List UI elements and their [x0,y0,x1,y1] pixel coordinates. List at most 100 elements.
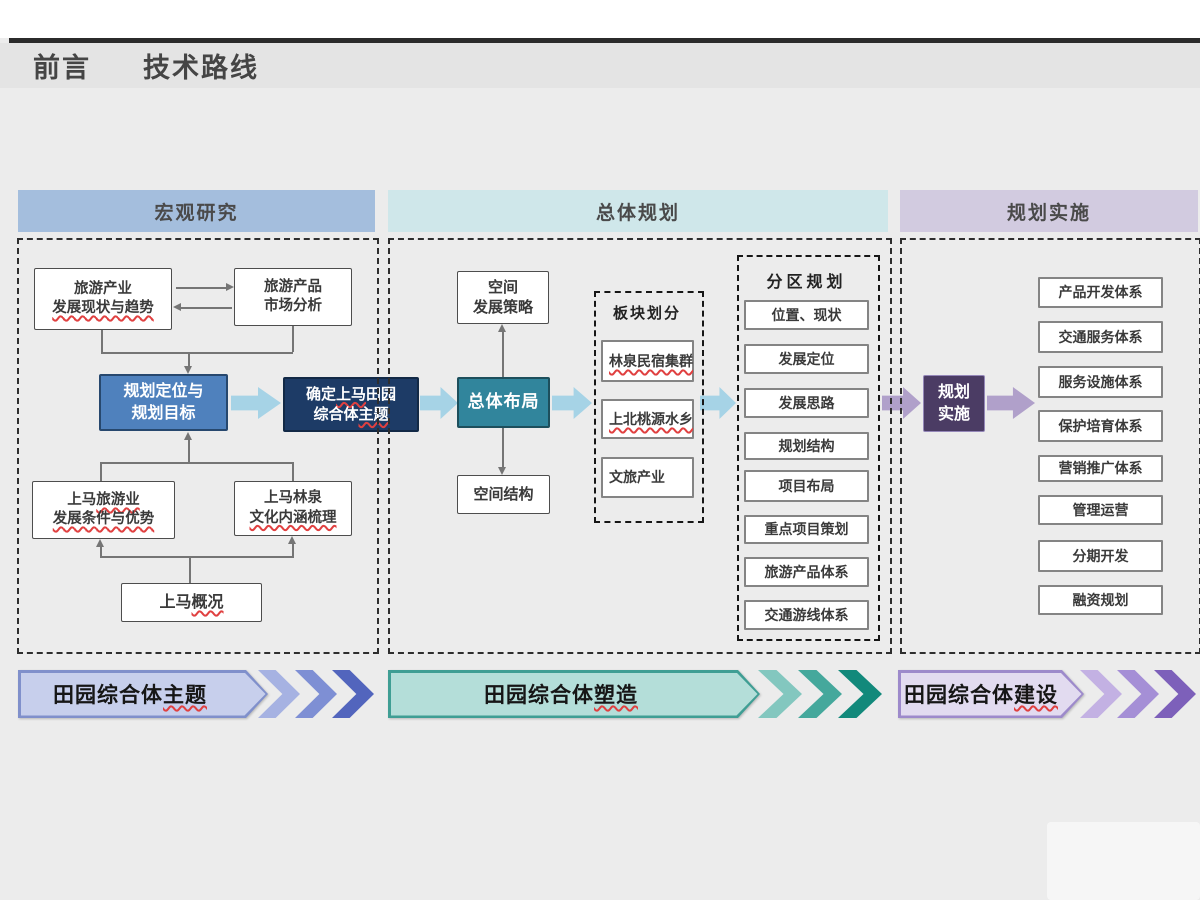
connector-line [101,330,103,352]
arrowhead-right-icon [226,283,234,291]
label-part: 田园综合体 [53,684,163,707]
zoning-item: 发展思路 [744,388,869,418]
arrowhead-up-icon [288,536,296,544]
label-part: 建设 [1014,684,1058,707]
top-margin [0,0,1200,38]
label-part: 上马 [335,385,366,403]
arrowhead-left-icon [173,303,181,311]
banner-pastoral-complex-shaping: 田园综合体塑造 [388,670,760,718]
page-title: 技术路线 [143,53,259,83]
box-tourism-industry-status: 旅游产业 发展现状与趋势 [34,268,172,330]
zoning-item: 交通游线体系 [744,600,869,630]
chevron-icon [332,670,374,718]
connector-line [101,352,293,354]
zoning-item: 发展定位 [744,344,869,374]
label-line: 规划 [937,384,970,402]
zoning-item: 重点项目策划 [744,515,869,544]
box-spatial-structure: 空间结构 [457,475,550,514]
connector-line [189,557,191,583]
label-line: 旅游产品 [264,278,322,295]
connector-line [188,352,190,367]
label-part: 田园综合体 [904,684,1014,707]
box-shangma-tourism-conditions: 上马旅游业 发展条件与优势 [32,481,175,539]
connector-line [292,326,294,352]
connector-line [502,332,504,377]
label-part: 综合体 [313,405,359,423]
plate-division-group [594,291,704,523]
label-part: 确定 [305,385,336,403]
label-line: 市场分析 [264,298,322,314]
flow-arrow-icon [231,387,281,419]
label-part: 主题 [358,405,389,423]
arrowhead-down-icon [184,366,192,374]
connector-line [502,428,504,467]
zoning-item: 规划结构 [744,432,869,460]
chevron-icon [838,670,882,718]
banner-pastoral-complex-construction: 田园综合体建设 [898,670,1084,718]
label-part: 旅游业 [96,491,140,508]
box-shangma-overview: 上马概况 [121,583,262,622]
flow-arrow-icon [420,387,458,419]
label-part: 塑造 [594,684,638,707]
plate-item: 上北桃源水乡 [601,399,694,439]
label-part: 主题 [163,684,207,707]
zoning-group [737,255,880,641]
label-line: 上马概况 [159,592,223,613]
impl-item: 交通服务体系 [1038,321,1163,353]
chevron-icon [758,670,802,718]
connector-line [292,544,294,557]
impl-item: 保护培育体系 [1038,410,1163,442]
impl-item: 分期开发 [1038,540,1163,572]
zoning-item: 位置、现状 [744,300,869,330]
label-line: 综合体主题 [313,405,388,425]
arrowhead-down-icon [498,467,506,475]
chevron-icon [798,670,842,718]
banner-fill [391,673,758,716]
plate-item: 文旅产业 [601,457,694,498]
banner-pastoral-complex-theme: 田园综合体主题 [18,670,268,718]
banner-fill [901,673,1082,716]
label-line: 规划定位与 [123,383,204,401]
label-line: 上马旅游业 [67,491,140,510]
label-line: 旅游产业 [74,280,132,297]
label-line: 实施 [937,405,970,423]
banner-label: 田园综合体塑造 [388,670,734,718]
box-determine-shangma-theme: 确定上马田园 综合体主题 [283,377,419,432]
label-line: 上马林泉 [264,490,322,507]
label-line: 发展现状与趋势 [52,300,154,316]
chevron-icon [1154,670,1196,718]
box-spatial-development-strategy: 空间 发展策略 [457,271,549,324]
flow-arrow-icon [700,387,736,419]
box-tourism-product-market: 旅游产品 市场分析 [234,268,352,326]
label-line: 文化内涵梳理 [249,509,337,526]
flow-arrow-icon [882,387,921,419]
label-line: 发展策略 [472,298,533,316]
box-planning-implementation: 规划 实施 [923,375,985,432]
connector-line [100,462,294,464]
box-planning-positioning-goals: 规划定位与 规划目标 [99,374,228,431]
chevron-icon [295,670,337,718]
chevron-icon [1117,670,1159,718]
connector-line [100,556,294,558]
flow-arrow-icon [552,387,592,419]
arrowhead-up-icon [184,432,192,440]
connector-line [188,440,190,462]
impl-item: 融资规划 [1038,585,1163,615]
arrowhead-up-icon [498,324,506,332]
zoning-title: 分区规划 [766,274,847,291]
arrowhead-up-icon [96,539,104,547]
label-part: 上马 [159,593,192,611]
watermark-patch [1047,822,1200,900]
label-part: 上马 [67,491,97,508]
chevron-icon [1080,670,1122,718]
box-overall-layout: 总体布局 [457,377,550,428]
column-header-macro-research: 宏观研究 [18,190,375,232]
label-line: 发展条件与优势 [52,511,155,527]
box-shangma-linquan-culture: 上马林泉 文化内涵梳理 [234,481,352,536]
impl-item: 营销推广体系 [1038,455,1163,482]
connector-line [100,463,102,481]
column-header-overall-planning: 总体规划 [388,190,888,232]
label-line: 确定上马田园 [306,385,396,405]
connector-line [180,307,232,309]
